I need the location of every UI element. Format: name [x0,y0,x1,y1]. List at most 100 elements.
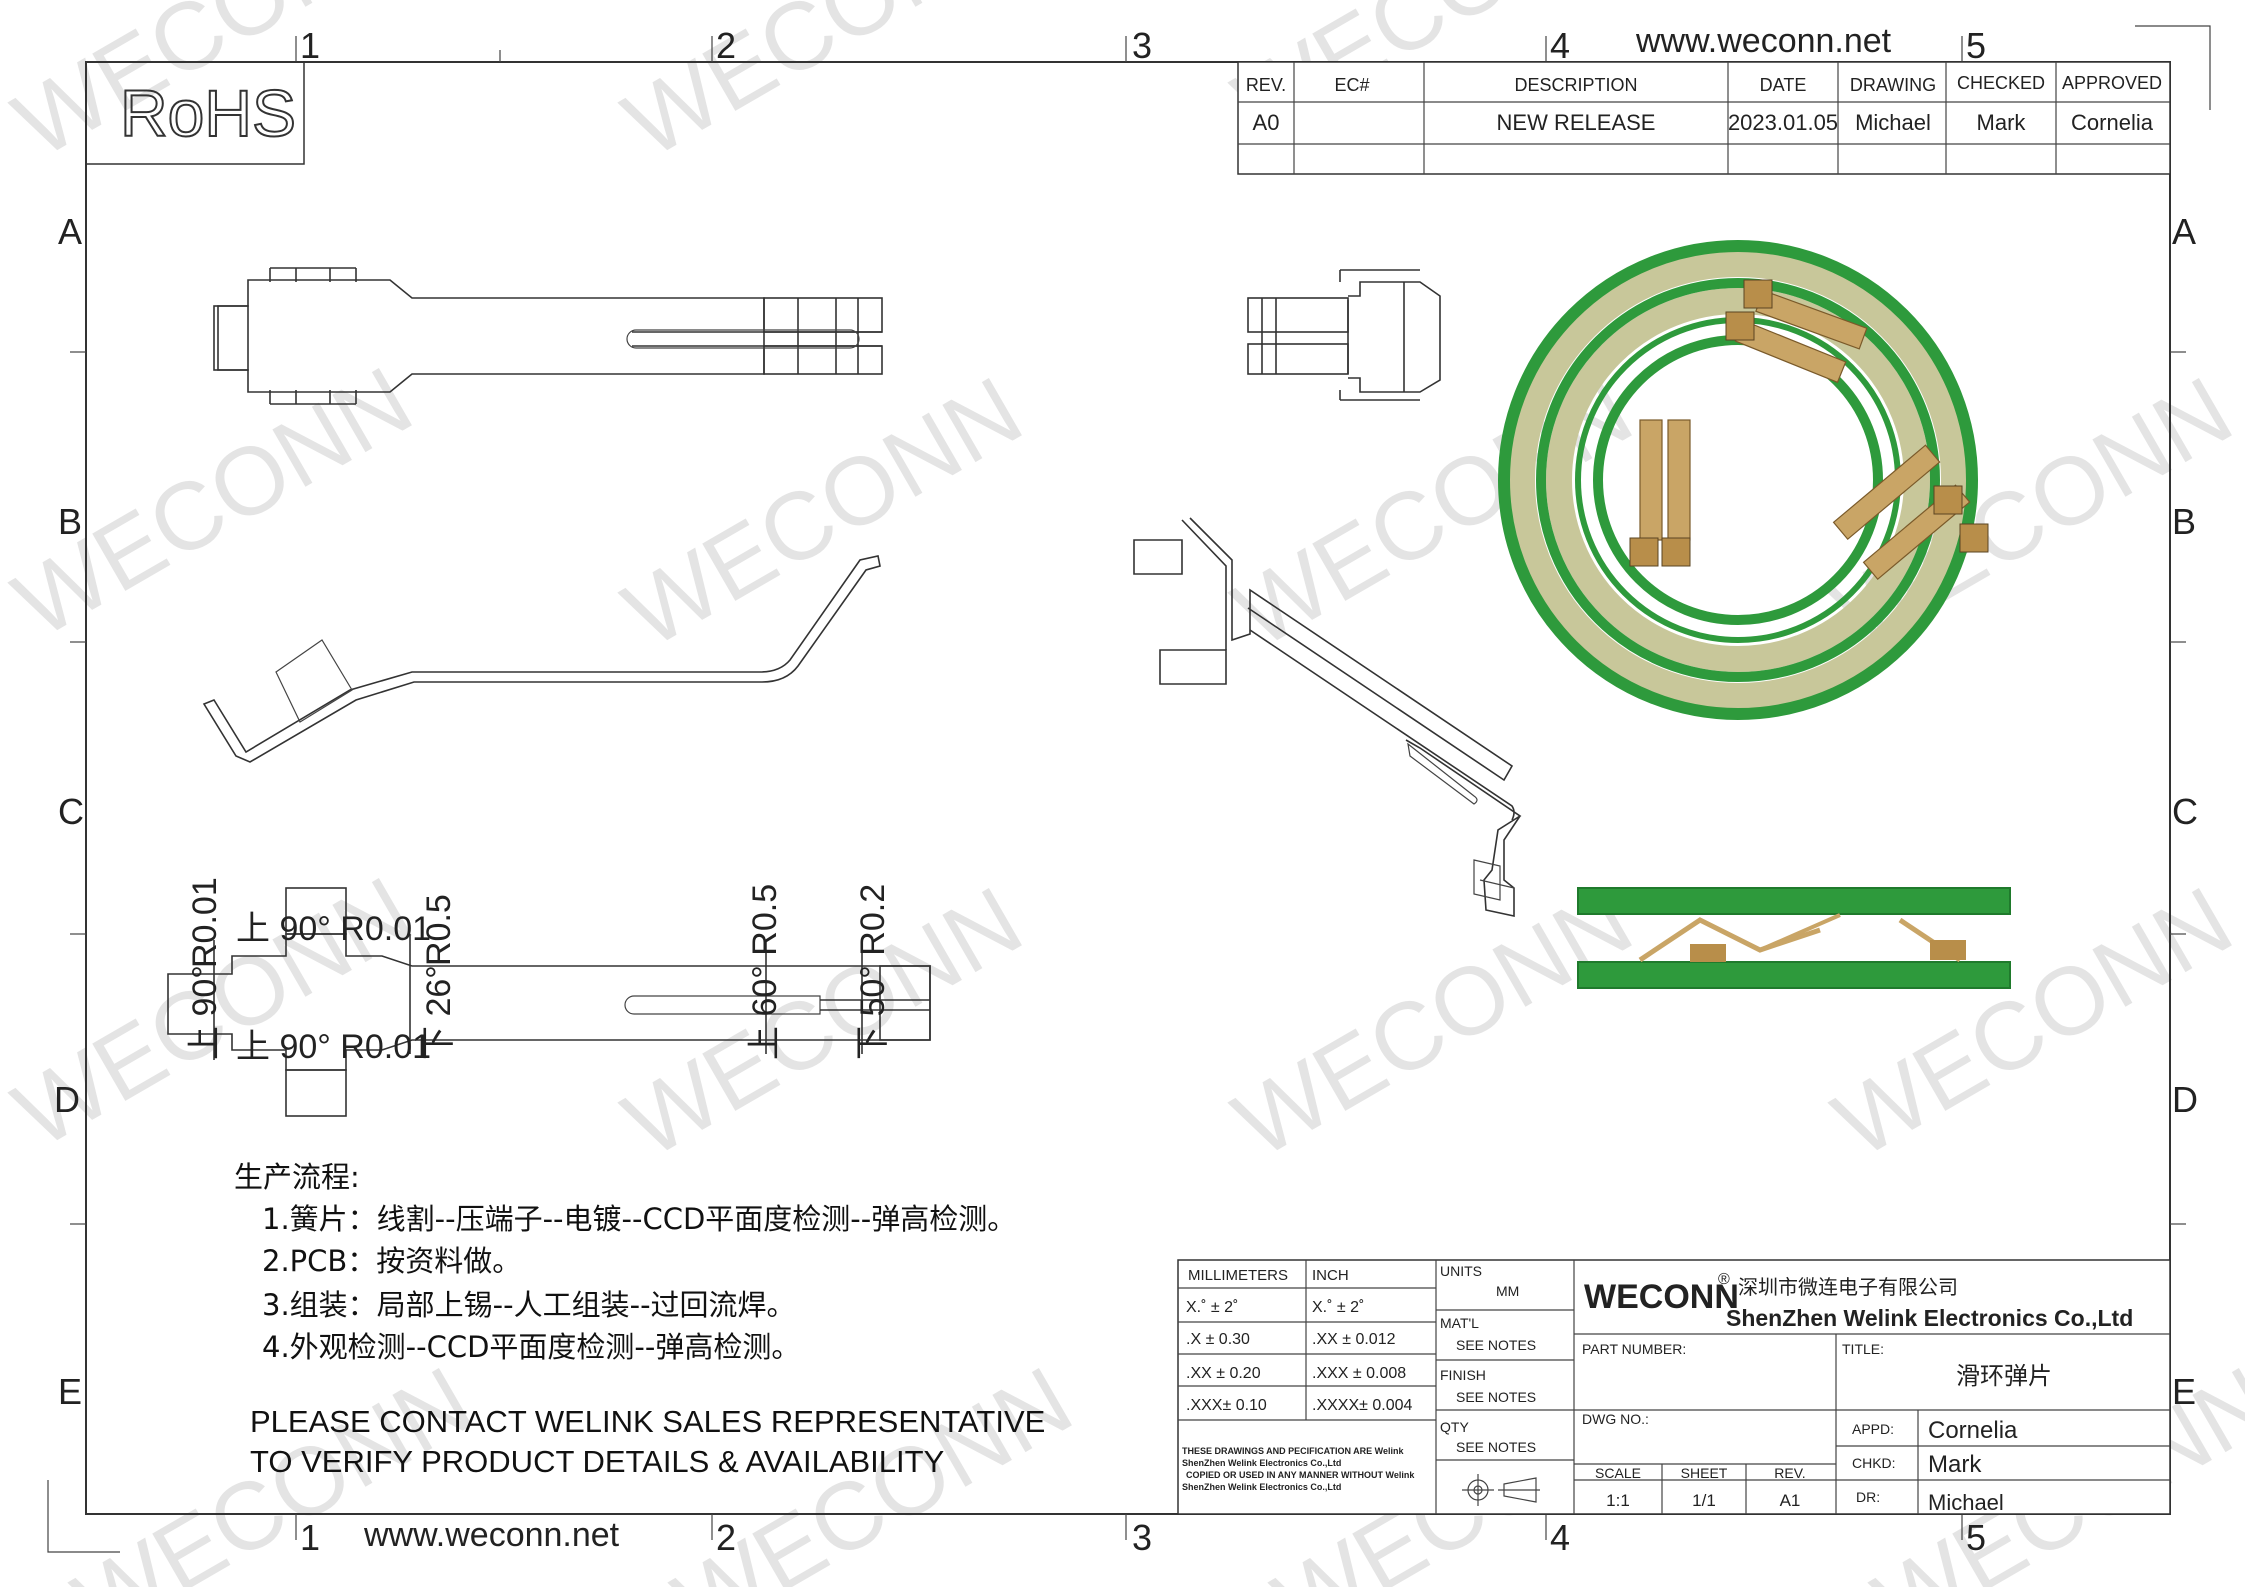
dim-label: 上 90° R0.01 [236,910,431,948]
grid-col-label: 3 [1132,25,1152,66]
process-title: 生产流程: [234,1160,360,1194]
company-cn: 深圳市微连电子有限公司 [1738,1276,1958,1299]
tol-inch: .XXX ± 0.008 [1312,1365,1406,1382]
grid-col-label: 1 [300,1517,320,1558]
tol-inch: .XX ± 0.012 [1312,1331,1396,1348]
appd-value: Cornelia [1928,1417,2018,1444]
dim-label: R0.5 [420,894,458,966]
checked-header: CHECKED [1957,73,2045,93]
corner-mark [2135,25,2211,110]
grid-ticks [70,36,2186,1540]
disclaimer-line: ShenZhen Welink Electronics Co.,Ltd [1182,1482,1341,1492]
dim-label: 下 50° R0.2 [854,884,892,1060]
brand-registered-mark: ® [1718,1271,1730,1288]
slip-ring-pcb-render [1498,240,1989,720]
dimension-labels: R0.01 上 90° R0.01 R0.5 上 90° 上 90° R0.01… [186,877,892,1066]
process-step: 1.簧片：线割--压端子--电镀--CCD平面度检测--弹高检测。 [262,1202,1017,1236]
spring-end-view [1247,269,1441,401]
grid-row-label: E [58,1371,82,1412]
inch-header: INCH [1312,1267,1349,1284]
tol-mm: .X ± 0.30 [1186,1331,1250,1348]
process-step: 2.PCB：按资料做。 [262,1244,522,1278]
mm-header: MILLIMETERS [1188,1267,1288,1284]
spring-top-view [213,267,883,405]
rohs-mark: RoHS [120,76,296,150]
rohs-box [85,61,305,165]
grid-col-label: 5 [1966,25,1986,66]
description-value: NEW RELEASE [1497,110,1656,135]
grid-row-label: A [2172,211,2196,252]
units-value: MM [1496,1283,1519,1299]
grid-col-label: 2 [716,25,736,66]
rev-label: REV. [1774,1465,1805,1481]
scale-label: SCALE [1595,1465,1641,1481]
rev-value: A0 [1253,110,1280,135]
projection-symbol-icon [1462,1474,1540,1506]
corner-mark [47,1480,120,1553]
spring-side-view [202,555,881,763]
grid-row-labels: A B C D E A B C D E [54,211,2198,1412]
spring-foot [1629,279,1989,567]
company-en: ShenZhen Welink Electronics Co.,Ltd [1726,1305,2133,1331]
rev-value-block: A1 [1780,1491,1801,1510]
process-step: 3.组装：局部上锡--人工组装--过回流焊。 [262,1288,796,1322]
process-step: 4.外观检测--CCD平面度检测--弹高检测。 [262,1330,801,1364]
matl-value: SEE NOTES [1456,1337,1536,1353]
chkd-value: Mark [1928,1451,1982,1478]
spring-iso-view [1133,517,1522,917]
spring-flat-view [167,887,931,1117]
approved-header: APPROVED [2062,73,2162,93]
contact-line: TO VERIFY PRODUCT DETAILS & AVAILABILITY [250,1444,945,1479]
slip-ring-side-render [1577,887,2011,989]
website-bottom: www.weconn.net [363,1516,620,1554]
finish-label: FINISH [1440,1367,1486,1383]
tol-inch: X.˚ ± 2˚ [1312,1299,1364,1316]
matl-label: MAT'L [1440,1315,1479,1331]
title-label: TITLE: [1842,1341,1884,1357]
scale-value: 1:1 [1606,1491,1630,1510]
website-top: www.weconn.net [1635,22,1892,60]
dr-value: Michael [1928,1490,2004,1515]
dwg-label: DWG NO.: [1582,1411,1649,1427]
grid-row-label: D [2172,1079,2198,1120]
title-block [1177,1259,2171,1515]
tol-mm: .XXX± 0.10 [1186,1397,1267,1414]
disclaimer-line: THESE DRAWINGS AND PECIFICATION ARE Weli… [1182,1446,1405,1456]
watermark: WECONN [607,357,1039,668]
finish-value: SEE NOTES [1456,1389,1536,1405]
drawing-header: DRAWING [1850,75,1936,95]
grid-col-label: 4 [1550,1517,1570,1558]
tol-inch: .XXXX± 0.004 [1312,1397,1413,1414]
dr-label: DR: [1856,1489,1880,1505]
grid-col-label: 2 [716,1517,736,1558]
ec-header: EC# [1334,75,1369,95]
grid-col-label: 4 [1550,25,1570,66]
units-label: UNITS [1440,1263,1482,1279]
sheet-value: 1/1 [1692,1491,1716,1510]
approved-value: Cornelia [2071,110,2154,135]
grid-column-labels: 1 2 3 4 5 1 2 3 4 5 [300,25,1986,1558]
brand-logo: WECONN [1584,1278,1739,1316]
qty-label: QTY [1440,1419,1469,1435]
part-number-label: PART NUMBER: [1582,1341,1686,1357]
dim-label: 上 90° R0.01 [236,1028,431,1066]
checked-value: Mark [1977,110,2027,135]
grid-col-label: 5 [1966,1517,1986,1558]
tol-mm: X.˚ ± 2˚ [1186,1299,1238,1316]
title-block-text: MILLIMETERS INCH X.˚ ± 2˚ X.˚ ± 2˚ .X ± … [1182,1263,2133,1515]
title-value: 滑环弹片 [1956,1363,2052,1390]
dim-label: R0.01 [186,877,224,968]
dim-label: 上 60° R0.5 [746,884,784,1060]
dim-label: 上 90° [186,965,224,1060]
grid-col-label: 3 [1132,1517,1152,1558]
sheet-label: SHEET [1681,1465,1728,1481]
appd-label: APPD: [1852,1421,1894,1437]
watermark: WECONN [607,867,1039,1178]
disclaimer-line: ShenZhen Welink Electronics Co.,Ltd [1182,1458,1341,1468]
drawing-border [85,61,2171,1515]
chkd-label: CHKD: [1852,1455,1896,1471]
tol-mm: .XX ± 0.20 [1186,1365,1261,1382]
drawing-value: Michael [1855,110,1931,135]
date-value: 2023.01.05 [1728,110,1838,135]
